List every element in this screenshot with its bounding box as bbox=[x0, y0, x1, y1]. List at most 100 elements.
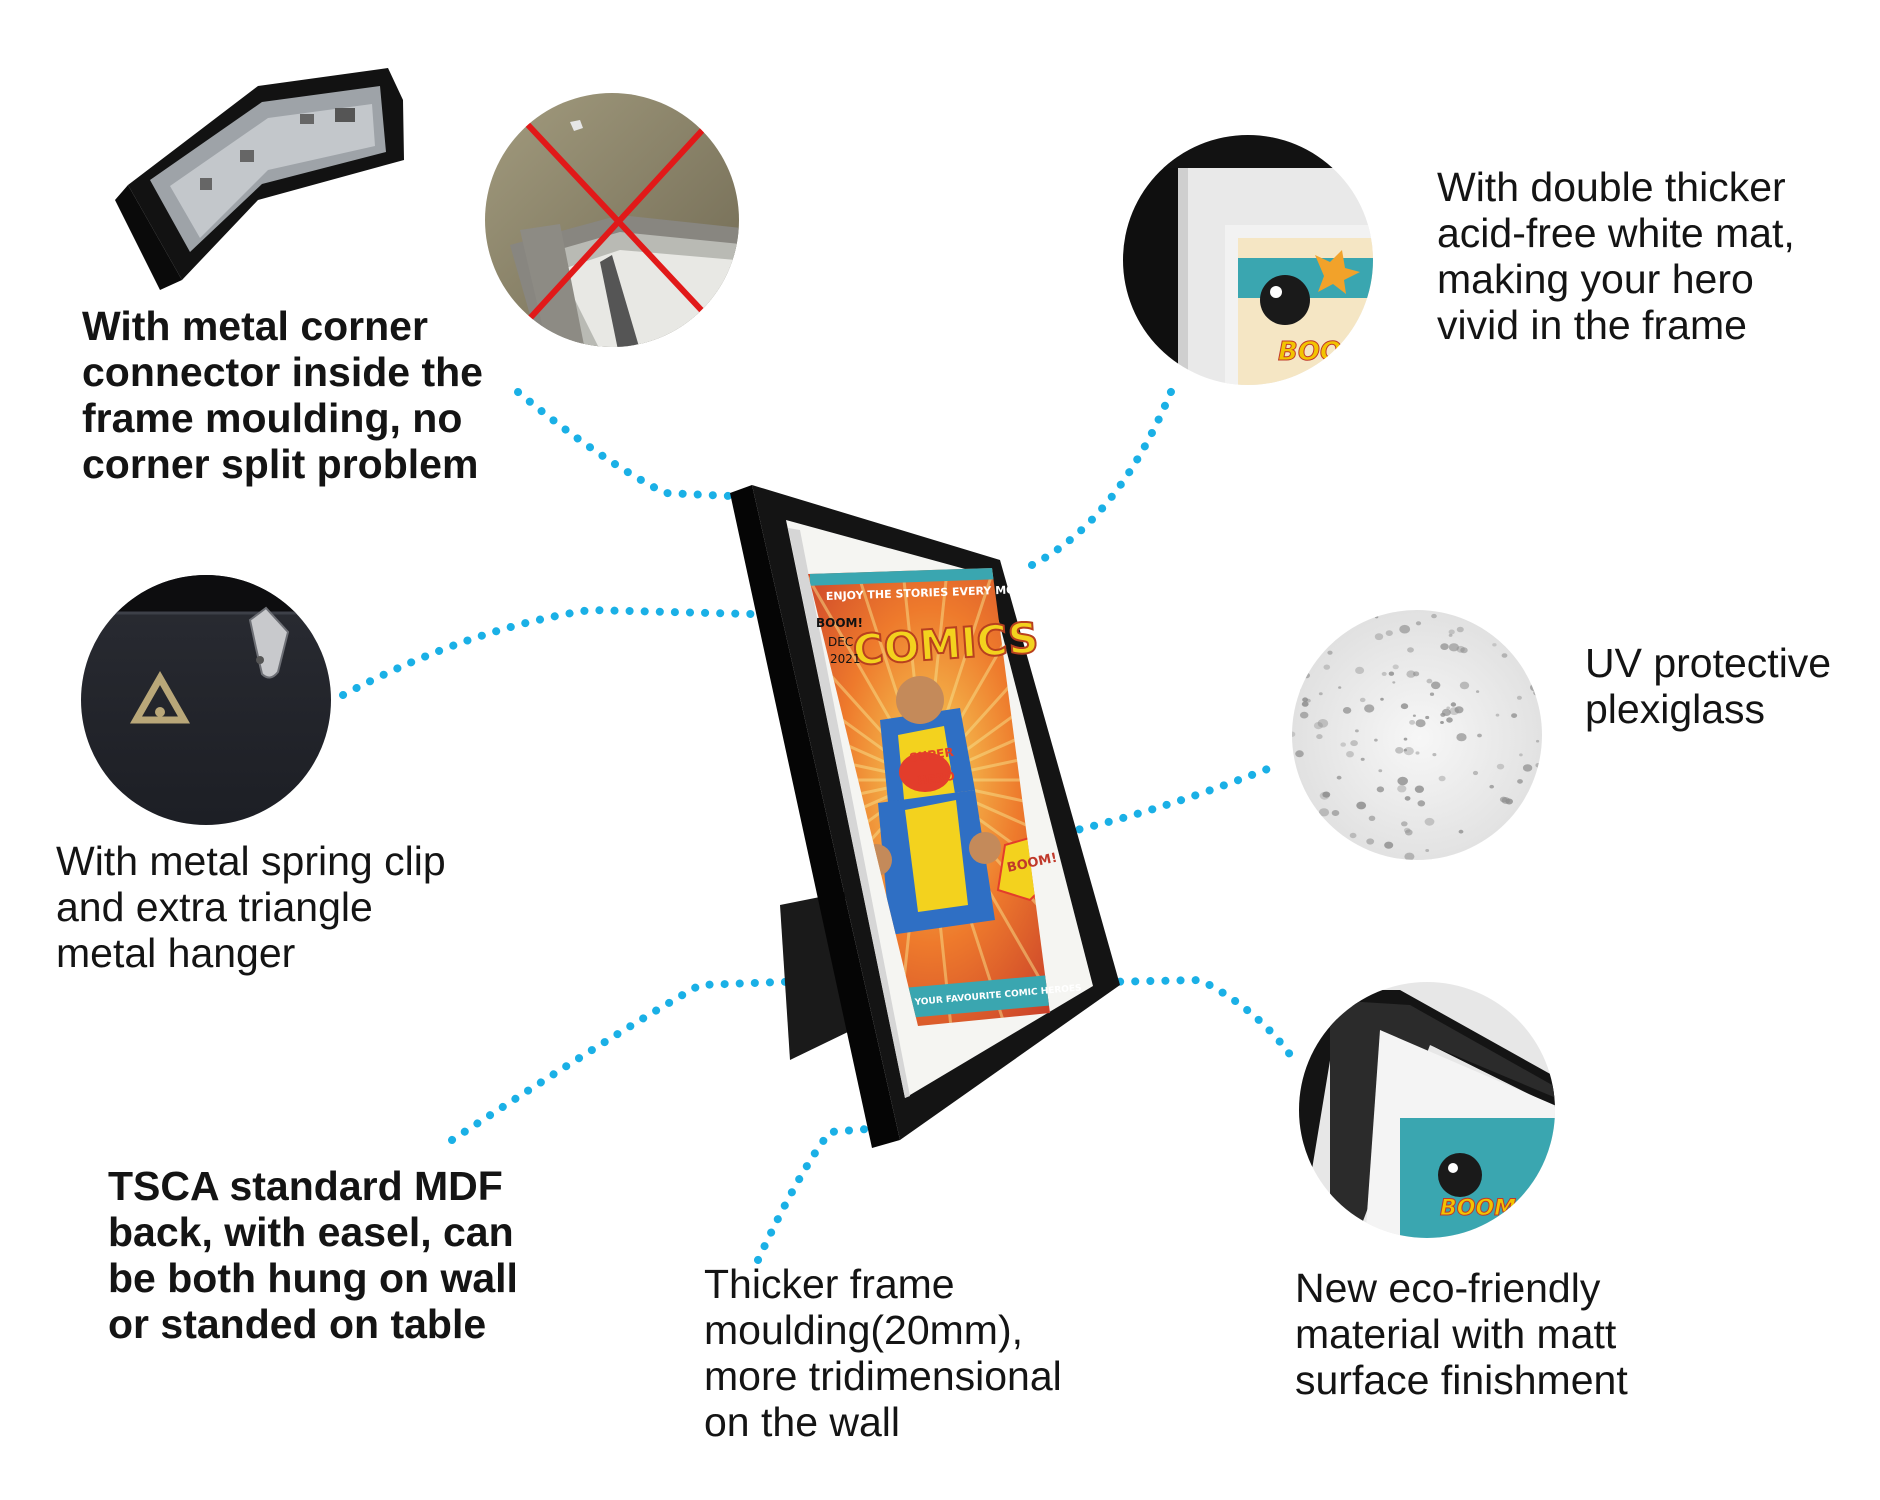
water-droplet bbox=[1448, 643, 1459, 652]
water-droplet bbox=[1321, 610, 1331, 617]
caption-line: connector inside the bbox=[82, 349, 483, 395]
water-droplet bbox=[1374, 633, 1384, 641]
water-droplet bbox=[1459, 681, 1470, 690]
water-droplet bbox=[1308, 649, 1312, 653]
water-droplet bbox=[1349, 832, 1357, 839]
caption-line: vivid in the frame bbox=[1437, 302, 1747, 348]
water-droplet bbox=[1405, 829, 1413, 836]
water-droplet bbox=[1492, 643, 1497, 647]
caption-line: metal hanger bbox=[56, 930, 296, 976]
water-droplet bbox=[1292, 731, 1296, 737]
water-droplet bbox=[1424, 817, 1435, 826]
water-droplet bbox=[1397, 785, 1407, 793]
connector-corner bbox=[514, 388, 734, 500]
water-droplet bbox=[1300, 711, 1309, 719]
water-droplet bbox=[1292, 685, 1301, 693]
caption-line: With metal corner bbox=[82, 303, 428, 349]
caption-mdf-back: TSCA standard MDF back, with easel, can … bbox=[108, 1163, 518, 1347]
water-droplet bbox=[1535, 763, 1541, 768]
poster-text-layer: ENJOY THE STORIES EVERY MONTH COMICS BOO… bbox=[816, 582, 1082, 1008]
connector-moulding bbox=[754, 1124, 884, 1264]
water-droplet bbox=[1415, 719, 1426, 728]
water-droplet bbox=[1342, 707, 1352, 714]
water-droplet bbox=[1359, 697, 1366, 703]
water-droplet bbox=[1440, 643, 1449, 650]
mat-closeup-boom-text: BOOM! bbox=[1278, 337, 1380, 367]
water-droplet bbox=[1310, 833, 1314, 837]
caption-line: corner split problem bbox=[82, 441, 479, 487]
water-droplet bbox=[1317, 719, 1329, 728]
water-droplet bbox=[1318, 808, 1330, 817]
water-droplet bbox=[1409, 720, 1416, 725]
water-droplet bbox=[1392, 664, 1399, 670]
poster-ray bbox=[924, 656, 1050, 782]
water-droplets-plexiglass-photo bbox=[1292, 610, 1542, 860]
water-droplet bbox=[1440, 721, 1444, 724]
water-droplet bbox=[1385, 630, 1393, 636]
water-droplet bbox=[1318, 692, 1323, 696]
water-droplet bbox=[1524, 825, 1534, 834]
water-droplet bbox=[1456, 733, 1467, 742]
water-droplet bbox=[1400, 703, 1409, 710]
eco-closeup-boom-text: BOOM! bbox=[1440, 1196, 1526, 1221]
caption-line: and extra triangle bbox=[56, 884, 373, 930]
water-droplet bbox=[1336, 775, 1342, 780]
connector-hanger bbox=[339, 605, 756, 699]
water-droplet bbox=[1403, 737, 1408, 741]
water-droplet bbox=[1426, 678, 1433, 684]
caption-corner-connector: With metal corner connector inside the f… bbox=[82, 303, 483, 487]
caption-line: surface finishment bbox=[1295, 1357, 1628, 1403]
water-droplet bbox=[1516, 695, 1522, 700]
water-droplet bbox=[1397, 776, 1408, 786]
poster-month: DEC bbox=[828, 635, 853, 649]
caption-line: back, with easel, can bbox=[108, 1209, 514, 1255]
water-droplet bbox=[1340, 742, 1346, 747]
water-droplet bbox=[1327, 650, 1333, 655]
caption-line: TSCA standard MDF bbox=[108, 1163, 503, 1209]
water-droplet bbox=[1303, 672, 1310, 679]
water-droplet bbox=[1331, 810, 1340, 816]
water-droplet bbox=[1532, 610, 1538, 613]
water-droplet bbox=[1329, 610, 1340, 615]
water-droplet bbox=[1297, 806, 1309, 816]
poster-ray bbox=[808, 778, 926, 844]
water-droplet bbox=[1431, 681, 1441, 690]
caption-line: material with matt bbox=[1295, 1311, 1617, 1357]
water-droplet bbox=[1496, 763, 1505, 770]
water-droplet bbox=[1432, 753, 1437, 757]
water-droplet bbox=[1401, 821, 1408, 827]
water-droplet bbox=[1406, 670, 1416, 678]
water-droplet bbox=[1476, 690, 1480, 693]
water-droplet bbox=[1381, 671, 1387, 676]
water-droplet bbox=[1355, 666, 1365, 675]
water-droplet bbox=[1536, 739, 1540, 743]
water-droplet bbox=[1472, 770, 1479, 776]
water-droplet bbox=[1301, 701, 1309, 707]
poster-year: 2021 bbox=[830, 652, 861, 666]
water-droplet bbox=[1293, 671, 1298, 675]
water-droplet bbox=[1460, 647, 1468, 654]
water-droplet bbox=[1425, 849, 1430, 852]
water-droplet bbox=[1350, 740, 1358, 747]
water-droplet bbox=[1302, 697, 1308, 702]
connector-lines bbox=[339, 378, 1300, 1264]
poster-ray bbox=[924, 716, 1050, 782]
caption-line: With double thicker bbox=[1437, 164, 1786, 210]
water-droplet bbox=[1417, 800, 1426, 807]
water-droplet bbox=[1427, 859, 1436, 860]
caption-line: acid-free white mat, bbox=[1437, 210, 1795, 256]
water-droplet bbox=[1533, 690, 1540, 696]
water-droplet bbox=[1384, 841, 1394, 849]
water-droplet bbox=[1351, 849, 1357, 854]
water-droplet bbox=[1415, 621, 1422, 626]
water-droplet bbox=[1534, 809, 1542, 818]
water-droplet bbox=[1355, 729, 1359, 733]
caption-line: New eco-friendly bbox=[1295, 1265, 1601, 1311]
water-droplet bbox=[1374, 615, 1379, 619]
water-droplet bbox=[1537, 835, 1542, 840]
water-droplet bbox=[1412, 714, 1416, 717]
water-droplet bbox=[1404, 852, 1415, 860]
water-droplet bbox=[1511, 713, 1518, 718]
water-droplet bbox=[1448, 629, 1455, 635]
